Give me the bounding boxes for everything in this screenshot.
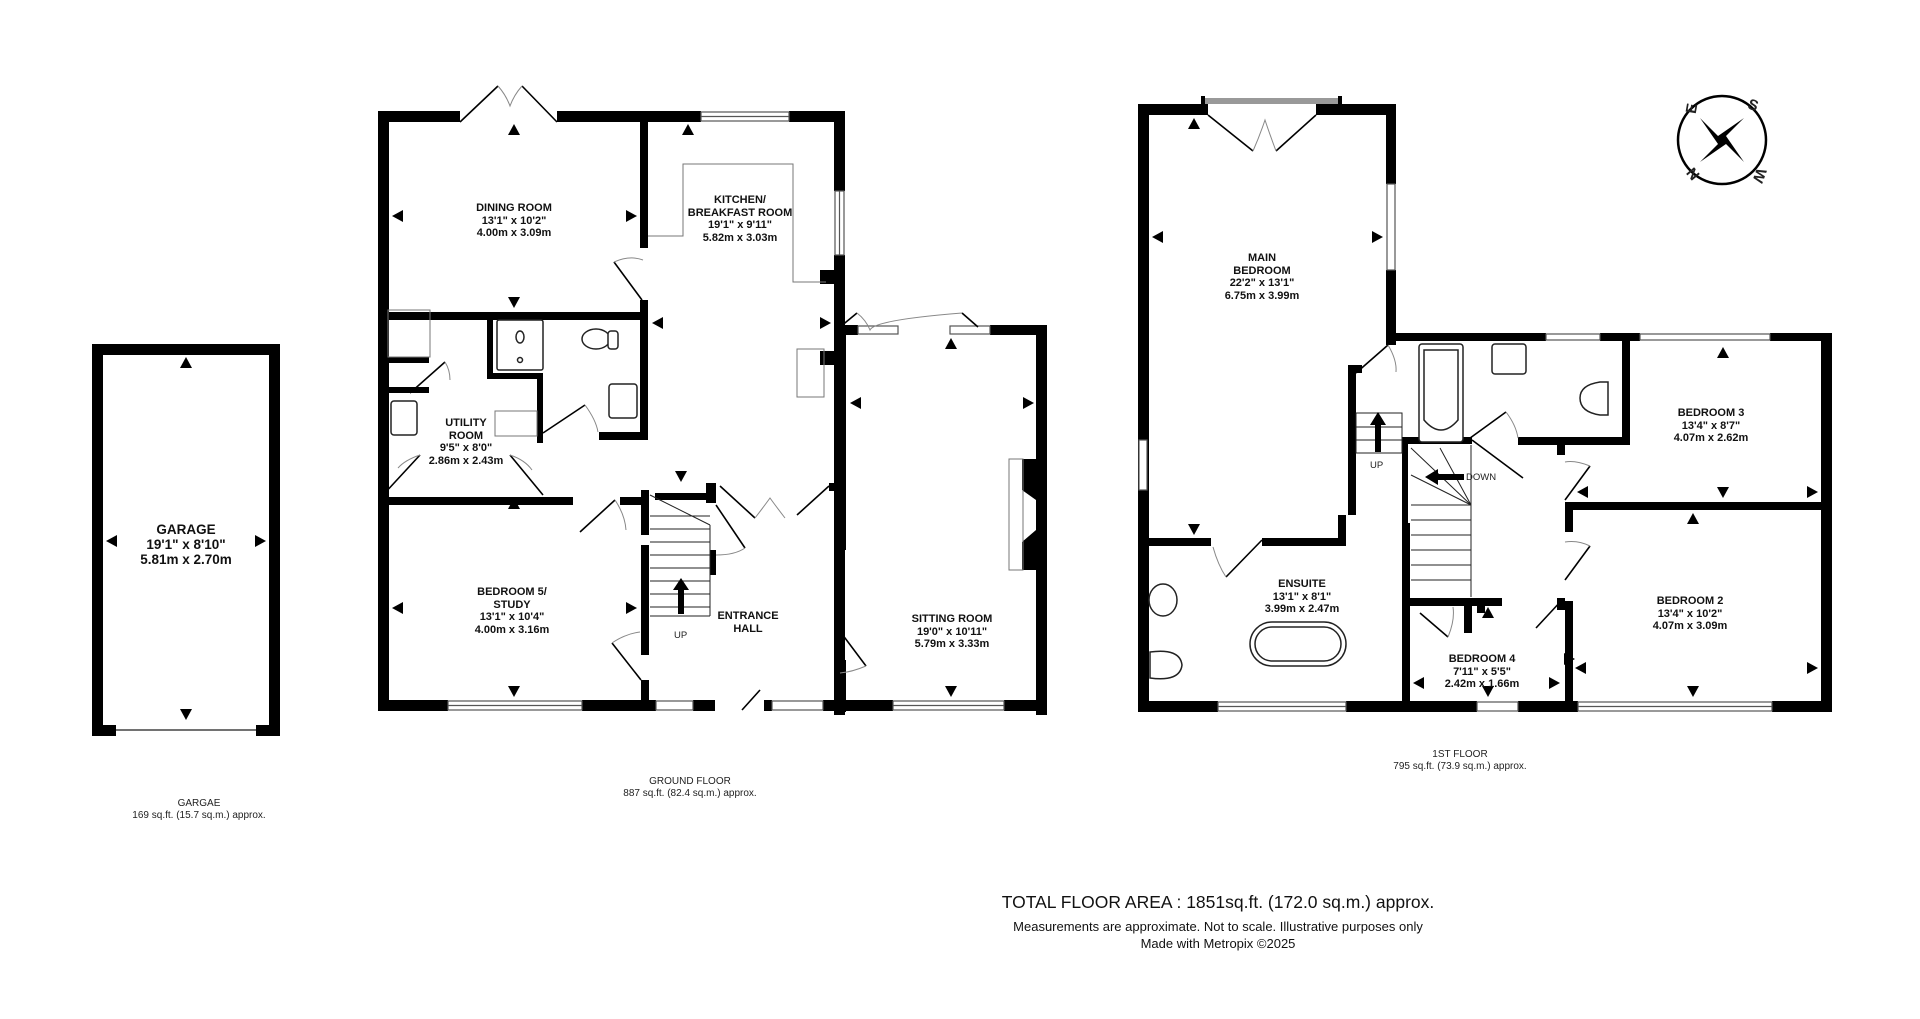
ground-floor-walls	[378, 111, 1047, 715]
total-floor-area: TOTAL FLOOR AREA : 1851sq.ft. (172.0 sq.…	[1001, 892, 1435, 912]
room-label-sitting-room: SITTING ROOM 19'0" x 10'11" 5.79m x 3.33…	[912, 613, 993, 651]
room-name-line2: BEDROOM	[1233, 264, 1291, 277]
room-imperial: 19'0" x 10'11"	[916, 625, 988, 638]
first-floor-caption: 1ST FLOOR 795 sq.ft. (73.9 sq.m.) approx…	[1393, 749, 1526, 772]
room-name: UTILITY	[445, 417, 487, 429]
room-metric: 4.07m x 3.09m	[1652, 620, 1728, 632]
room-imperial: 9'5" x 8'0"	[439, 442, 493, 454]
room-imperial: 13'4" x 10'2"	[1657, 607, 1723, 620]
room-label-entrance-hall: ENTRANCE HALL	[717, 610, 778, 635]
room-label-bedroom-4: BEDROOM 4 7'11" x 5'5" 2.42m x 1.66m	[1445, 653, 1520, 691]
room-imperial: 13'1" x 8'1"	[1272, 590, 1332, 603]
caption-area: 169 sq.ft. (15.7 sq.m.) approx.	[132, 809, 266, 821]
room-name-line2: ROOM	[448, 429, 484, 442]
room-metric: 4.00m x 3.09m	[476, 227, 552, 239]
first-floor-walls	[1138, 96, 1832, 712]
room-imperial: 13'4" x 8'7"	[1681, 419, 1741, 432]
room-name: BEDROOM 3	[1677, 407, 1745, 419]
room-metric: 2.86m x 2.43m	[428, 454, 504, 467]
room-name: BEDROOM 4	[1448, 653, 1516, 665]
credit-text: Made with Metropix ©2025	[1140, 936, 1296, 951]
room-name: BEDROOM 5/	[477, 586, 547, 598]
room-name: GARAGE	[156, 522, 216, 537]
room-imperial: 22'2" x 13'1"	[1229, 277, 1295, 289]
room-imperial: 19'1" x 9'11"	[708, 219, 772, 231]
room-metric: 3.99m x 2.47m	[1264, 603, 1340, 615]
stairs-up-label-first: UP	[1370, 460, 1384, 471]
caption-area: 795 sq.ft. (73.9 sq.m.) approx.	[1393, 760, 1527, 772]
room-name: SITTING ROOM	[911, 613, 993, 625]
room-metric: 5.79m x 3.33m	[914, 638, 990, 650]
room-label-utility-room: UTILITY ROOM 9'5" x 8'0" 2.86m x 2.43m	[429, 417, 504, 467]
room-label-dining-room: DINING ROOM 13'1" x 10'2" 4.00m x 3.09m	[476, 202, 552, 240]
stairs-down-label: DOWN	[1466, 472, 1497, 483]
ground-floor-caption: GROUND FLOOR 887 sq.ft. (82.4 sq.m.) app…	[623, 776, 756, 799]
room-label-bedroom-5-study: BEDROOM 5/ STUDY 13'1" x 10'4" 4.00m x 3…	[475, 586, 550, 636]
balcony-rail	[1205, 98, 1338, 104]
room-label-ensuite: ENSUITE 13'1" x 8'1" 3.99m x 2.47m	[1265, 578, 1340, 616]
room-imperial: 7'11" x 5'5"	[1453, 665, 1511, 678]
room-metric: 6.75m x 3.99m	[1224, 289, 1300, 302]
room-metric: 4.00m x 3.16m	[474, 623, 550, 636]
garage-walls	[92, 344, 280, 736]
room-name-line2: HALL	[733, 622, 763, 635]
room-label-bedroom-3: BEDROOM 3 13'4" x 8'7" 4.07m x 2.62m	[1674, 407, 1749, 445]
room-name: BEDROOM 2	[1656, 595, 1724, 607]
room-name: ENTRANCE	[717, 610, 779, 622]
room-label-kitchen: KITCHEN/ BREAKFAST ROOM 19'1" x 9'11" 5.…	[688, 194, 793, 244]
room-metric: 5.82m x 3.03m	[702, 231, 778, 244]
stairs-up-label-ground: UP	[674, 630, 688, 641]
garage-caption: GARGAE 169 sq.ft. (15.7 sq.m.) approx.	[132, 798, 265, 821]
room-label-garage: GARAGE 19'1" x 8'10" 5.81m x 2.70m	[140, 522, 232, 567]
room-metric: 4.07m x 2.62m	[1673, 432, 1749, 444]
room-imperial: 13'1" x 10'2"	[481, 214, 547, 227]
room-name-line2: STUDY	[493, 598, 531, 611]
room-name: DINING ROOM	[476, 202, 552, 214]
caption-title: GROUND FLOOR	[649, 776, 731, 787]
compass-icon	[1676, 94, 1768, 186]
disclaimer-text: Measurements are approximate. Not to sca…	[1013, 919, 1423, 934]
room-imperial: 13'1" x 10'4"	[479, 611, 545, 623]
room-name-line2: BREAKFAST ROOM	[687, 206, 793, 219]
room-imperial: 19'1" x 8'10"	[146, 537, 226, 552]
room-name: MAIN	[1247, 252, 1277, 264]
room-metric: 5.81m x 2.70m	[140, 552, 232, 567]
room-name: ENSUITE	[1278, 578, 1326, 590]
room-metric: 2.42m x 1.66m	[1444, 678, 1520, 690]
room-label-main-bedroom: MAIN BEDROOM 22'2" x 13'1" 6.75m x 3.99m	[1225, 252, 1300, 302]
caption-area: 887 sq.ft. (82.4 sq.m.) approx.	[623, 787, 757, 799]
caption-title: GARGAE	[177, 798, 221, 809]
room-label-bedroom-2: BEDROOM 2 13'4" x 10'2" 4.07m x 3.09m	[1653, 595, 1728, 633]
caption-title: 1ST FLOOR	[1432, 749, 1488, 760]
room-name: KITCHEN/	[714, 194, 766, 206]
